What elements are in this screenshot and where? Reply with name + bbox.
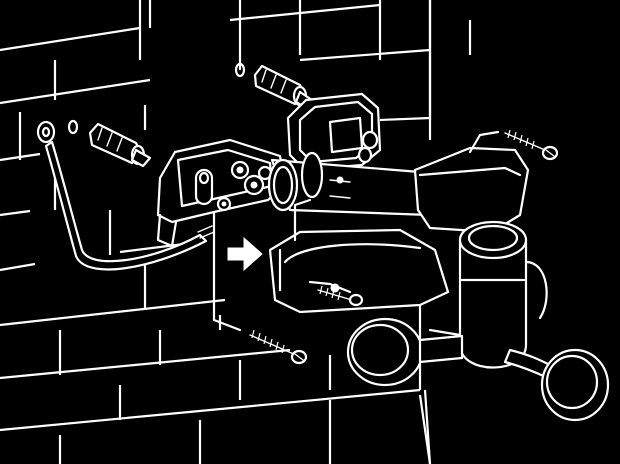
lower-housing [268, 198, 450, 314]
supply-cable [36, 120, 215, 271]
mixer-cylinder [267, 151, 432, 217]
control-cylinder [428, 220, 548, 369]
drill-hole-left [67, 119, 79, 135]
screw-upper-right [504, 129, 559, 161]
control-knob [503, 348, 610, 422]
drill-hole-upper [234, 62, 246, 78]
wall-plug-upper [253, 64, 314, 110]
drill-holes [67, 62, 246, 135]
cable-grommet [36, 120, 56, 144]
alignment-line [212, 210, 242, 332]
rear-mounting-plate [286, 92, 382, 172]
shower-head-knob [346, 317, 464, 387]
cable-line [44, 140, 208, 271]
brick-wall [0, 0, 472, 464]
screw-lower-left [249, 329, 308, 365]
wall-mortar-lines [0, 0, 472, 464]
wall-plug-left [88, 122, 152, 168]
upper-housing [413, 130, 530, 234]
screw-lower-housing [317, 285, 364, 307]
assembly-arrow [227, 236, 263, 272]
wall-corner-edge [423, 0, 432, 464]
